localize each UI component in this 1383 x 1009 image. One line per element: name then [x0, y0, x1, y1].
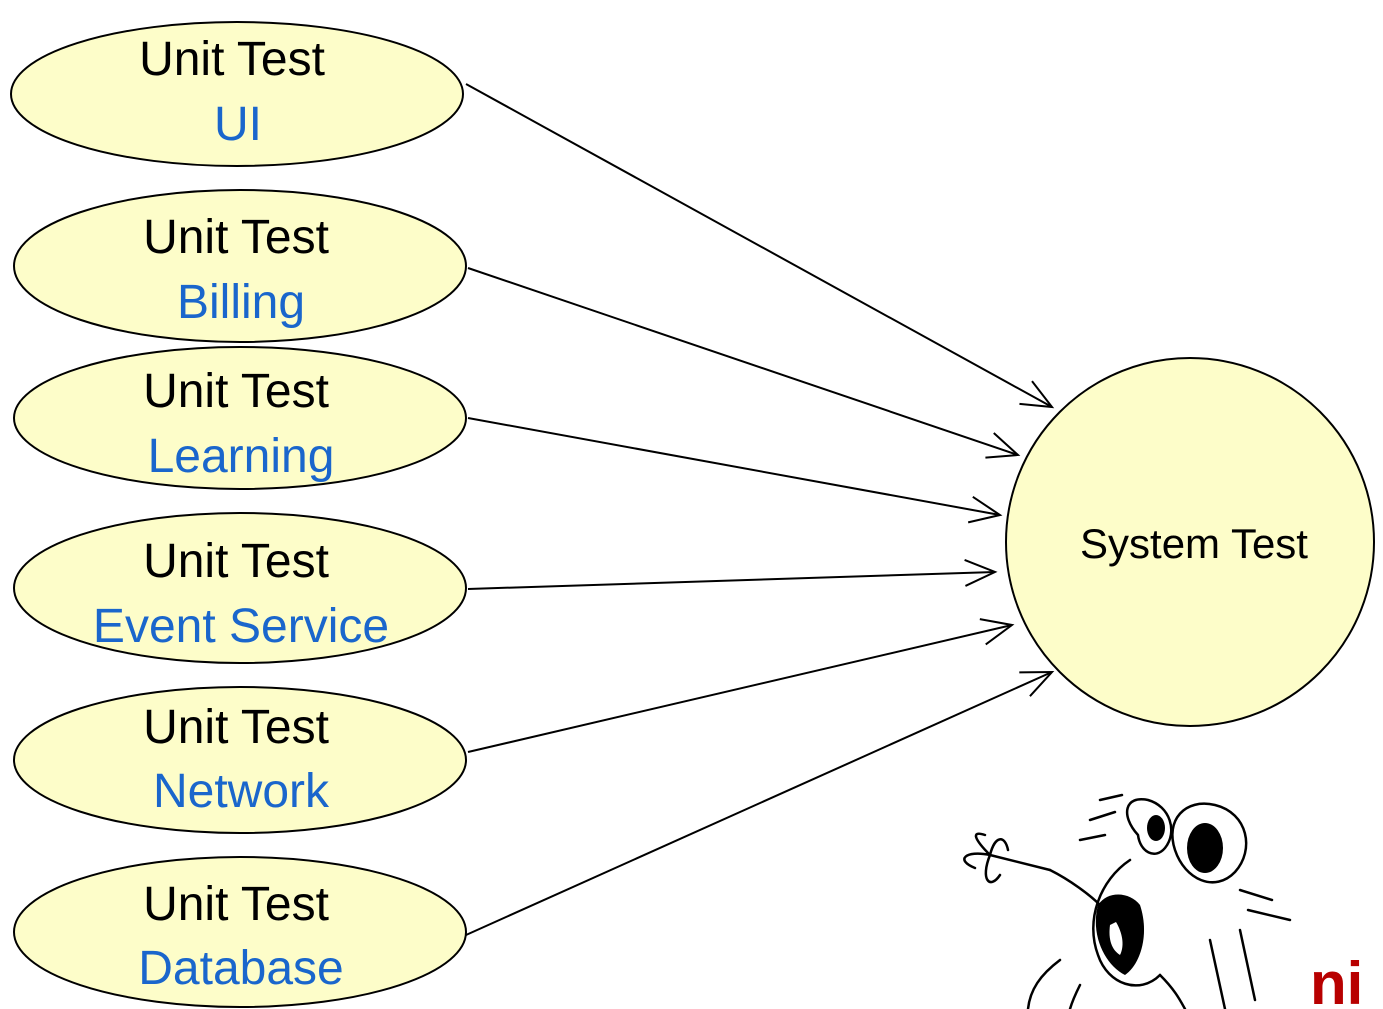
arrowhead-6 — [1019, 670, 1055, 697]
arrowhead-3 — [967, 495, 1003, 524]
unit-test-label: Unit Test — [143, 535, 329, 588]
unit-test-node-ui: Unit Test UI — [10, 21, 464, 167]
edge-3 — [467, 417, 1001, 516]
unit-test-label: Unit Test — [143, 365, 329, 418]
module-name-learning: Learning — [148, 430, 335, 483]
edge-1 — [465, 83, 1053, 408]
system-test-label: System Test — [1080, 520, 1308, 567]
arrowhead-2 — [985, 432, 1021, 459]
edge-5 — [467, 624, 1013, 753]
system-test-node: System Test — [1005, 357, 1375, 727]
arrowhead-5 — [979, 618, 1015, 646]
arrowhead-4 — [964, 559, 998, 587]
unit-test-node-event-service: Unit Test Event Service — [13, 512, 467, 664]
edge-2 — [467, 267, 1019, 456]
module-name-event-service: Event Service — [93, 600, 389, 653]
surprised-cartoon-bug-icon — [963, 793, 1292, 1009]
unit-test-node-learning: Unit Test Learning — [13, 346, 467, 490]
unit-test-label: Unit Test — [143, 878, 329, 931]
edge-4 — [467, 571, 996, 590]
unit-test-node-billing: Unit Test Billing — [13, 189, 467, 343]
edge-6 — [465, 671, 1053, 936]
module-name-network: Network — [153, 765, 330, 818]
unit-test-label: Unit Test — [139, 33, 325, 86]
unit-test-label: Unit Test — [143, 701, 329, 754]
module-name-database: Database — [138, 942, 343, 995]
module-name-ui: UI — [214, 98, 262, 151]
unit-test-label: Unit Test — [143, 211, 329, 264]
unit-test-node-database: Unit Test Database — [13, 856, 467, 1008]
edges — [465, 83, 1055, 936]
unit-test-node-network: Unit Test Network — [13, 686, 467, 834]
module-name-billing: Billing — [177, 276, 305, 329]
arrowhead-1 — [1019, 380, 1055, 409]
corner-text: ni — [1310, 950, 1363, 1009]
